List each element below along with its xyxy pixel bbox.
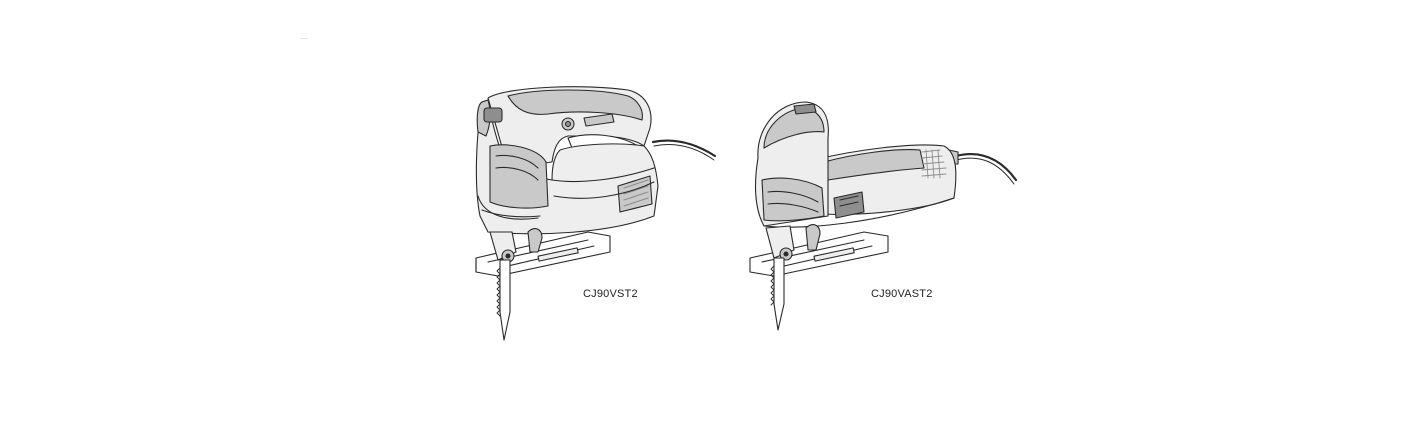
model-label-cj90vst2: CJ90VST2: [583, 288, 638, 300]
jigsaw-cj90vast2-illustration: [744, 98, 1024, 334]
jigsaw-cj90vst2-illustration: [468, 76, 728, 344]
model-label-cj90vast2: CJ90VAST2: [871, 288, 933, 300]
page-speck: [300, 38, 308, 39]
jigsaw-d-handle-drawing: [475, 86, 717, 341]
jigsaw-barrel-grip-drawing: [749, 101, 1018, 331]
